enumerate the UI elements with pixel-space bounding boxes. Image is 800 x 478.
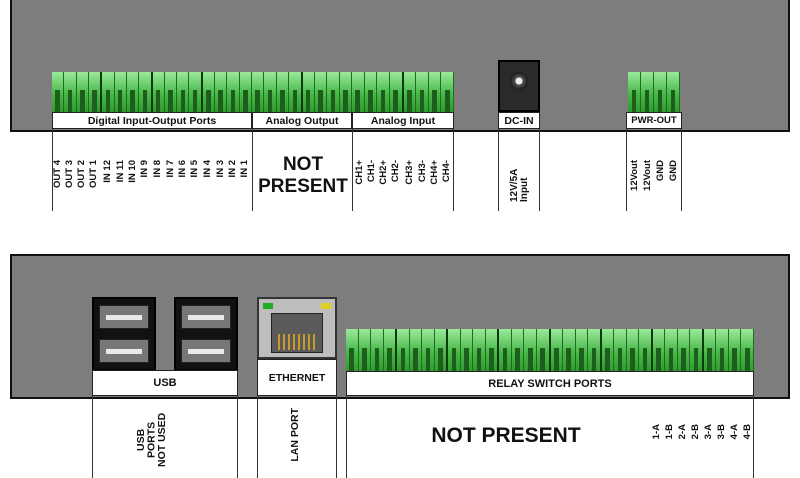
relay-switch-label: RELAY SWITCH PORTS (346, 371, 754, 396)
pwr-out-pin-label: 12Vout (629, 160, 640, 191)
relay-area-not-present: NOT PRESENT (431, 424, 581, 447)
analog-input-pin-label: CH2- (390, 160, 401, 183)
digital-pin-label: IN 1 (239, 160, 250, 178)
relay-pin-label: 1-A (651, 424, 662, 440)
rj45-contacts-icon (278, 334, 316, 350)
digital-pin-label: OUT 3 (64, 160, 75, 188)
digital-pin-label: IN 4 (202, 160, 213, 178)
relay-pin-label: 1-B (664, 424, 675, 440)
lan-port-note: LAN PORT (289, 408, 301, 462)
ethernet-port (257, 297, 337, 359)
divider-line (498, 129, 499, 211)
divider-line (753, 396, 754, 478)
relay-pin-label: 2-A (677, 424, 688, 440)
dc-in-pin-label: 12V/5A Input (509, 169, 530, 202)
digital-pin-label: IN 9 (139, 160, 150, 178)
dc-jack-socket-icon (510, 72, 528, 90)
analog-input-pin-label: CH3+ (404, 160, 415, 185)
analog-input-pin-label: CH4- (441, 160, 452, 183)
analog-output-label: Analog Output (252, 112, 352, 129)
analog-input-label: Analog Input (352, 112, 454, 129)
usb-slot-icon (181, 339, 231, 363)
divider-line (92, 396, 93, 478)
relay-pin-label: 2-B (690, 424, 701, 440)
divider-line (453, 129, 454, 211)
usb-slot-icon (99, 305, 149, 329)
digital-pin-label: IN 12 (102, 160, 113, 183)
led-yellow-icon (321, 303, 331, 309)
analog-input-pin-label: CH1- (366, 160, 377, 183)
usb-label: USB (92, 370, 238, 396)
analog-input-pin-label: CH1+ (354, 160, 365, 185)
dc-in-jack (498, 60, 540, 112)
analog-output-not-present: NOT PRESENT (258, 154, 348, 197)
digital-pin-label: OUT 4 (52, 160, 63, 188)
usb-slot-icon (99, 339, 149, 363)
divider-line (539, 129, 540, 211)
digital-pin-label: IN 7 (165, 160, 176, 178)
pwr-out-pin-label: 12Vout (642, 160, 653, 191)
digital-pin-label: IN 3 (215, 160, 226, 178)
divider-line (352, 129, 353, 211)
divider-line (237, 396, 238, 478)
analog-output-terminal-block (252, 72, 352, 112)
digital-pin-label: IN 11 (115, 160, 126, 183)
pwr-out-label: PWR-OUT (626, 112, 682, 129)
divider-line (52, 129, 53, 211)
divider-line (336, 396, 337, 478)
divider-line (252, 129, 253, 211)
relay-pin-label: 4-A (729, 424, 740, 440)
digital-pin-label: OUT 2 (76, 160, 87, 188)
analog-input-terminal-block (352, 72, 454, 112)
digital-pin-label: OUT 1 (88, 160, 99, 188)
pwr-out-terminal-block (628, 72, 680, 112)
dc-in-label: DC-IN (498, 112, 540, 129)
usb-port-block-left (92, 297, 156, 371)
digital-pin-label: IN 6 (177, 160, 188, 178)
divider-line (346, 396, 347, 478)
relay-terminal-block (346, 329, 754, 371)
ethernet-label: ETHERNET (257, 359, 337, 396)
digital-io-label: Digital Input-Output Ports (52, 112, 252, 129)
usb-slot-icon (181, 305, 231, 329)
pwr-out-pin-label: GND (655, 160, 666, 182)
divider-line (681, 129, 682, 211)
digital-pin-label: IN 8 (152, 160, 163, 178)
divider-line (257, 396, 258, 478)
led-green-icon (263, 303, 273, 309)
relay-pin-label: 3-A (703, 424, 714, 440)
analog-input-pin-label: CH3- (417, 160, 428, 183)
relay-pin-label: 4-B (742, 424, 753, 440)
divider-line (626, 129, 627, 211)
analog-input-pin-label: CH2+ (378, 160, 389, 185)
digital-pin-label: IN 5 (189, 160, 200, 178)
analog-input-pin-label: CH4+ (429, 160, 440, 185)
pwr-out-pin-label: GND (668, 160, 679, 182)
rj45-socket-icon (271, 313, 323, 353)
digital-io-terminal-block (52, 72, 252, 112)
relay-pin-label: 3-B (716, 424, 727, 440)
usb-port-block-right (174, 297, 238, 371)
digital-pin-label: IN 10 (127, 160, 138, 183)
digital-pin-label: IN 2 (227, 160, 238, 178)
usb-not-used-note: USB PORTS NOT USED (135, 412, 168, 468)
